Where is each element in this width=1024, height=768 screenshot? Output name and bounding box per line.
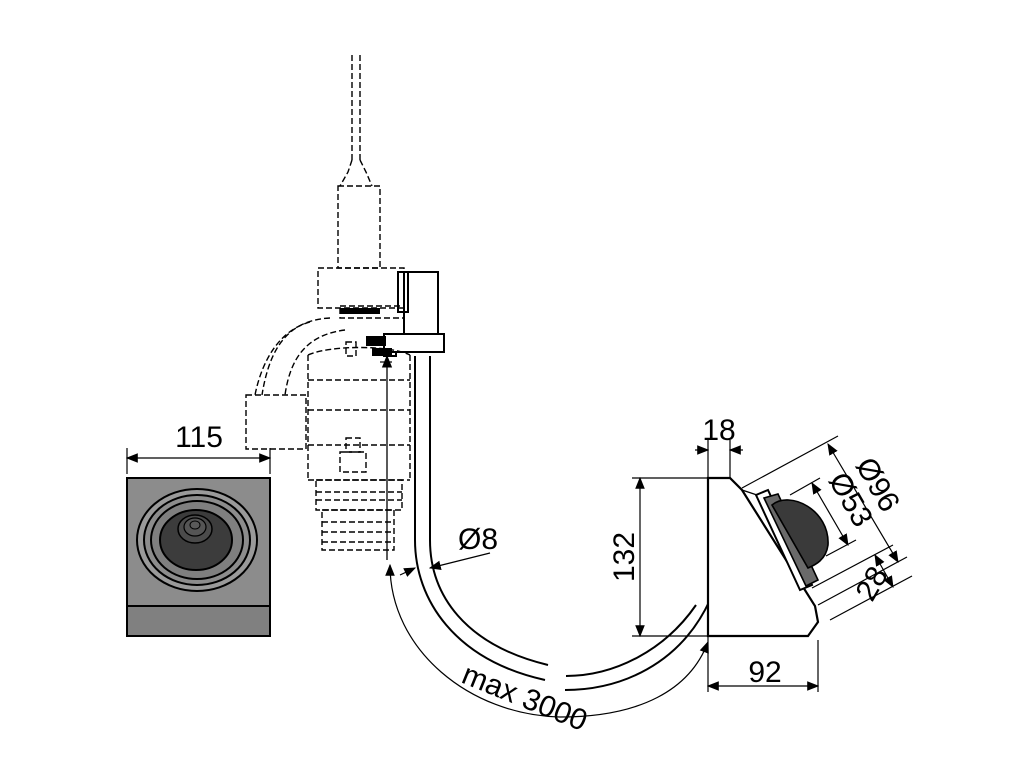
side-view <box>706 476 829 638</box>
width-92-dimension <box>706 636 820 692</box>
height-132-dimension <box>632 476 708 638</box>
label-132: 132 <box>608 532 641 582</box>
label-18: 18 <box>702 414 735 447</box>
tube-diameter-callout <box>399 552 491 577</box>
label-92: 92 <box>748 656 781 689</box>
depth-18-dimension <box>695 440 743 478</box>
label-tube-dia: Ø8 <box>458 523 498 556</box>
flush-valve-outline <box>245 55 411 551</box>
width-115-dimension <box>125 448 272 474</box>
label-115: 115 <box>175 421 223 454</box>
front-view <box>126 477 271 637</box>
hose-length-arc <box>385 563 709 718</box>
label-hose-length: max 3000 <box>457 658 592 738</box>
dia-53-dimension <box>789 477 857 557</box>
actuator-module <box>340 271 445 363</box>
offset-28-dimension <box>811 544 913 621</box>
